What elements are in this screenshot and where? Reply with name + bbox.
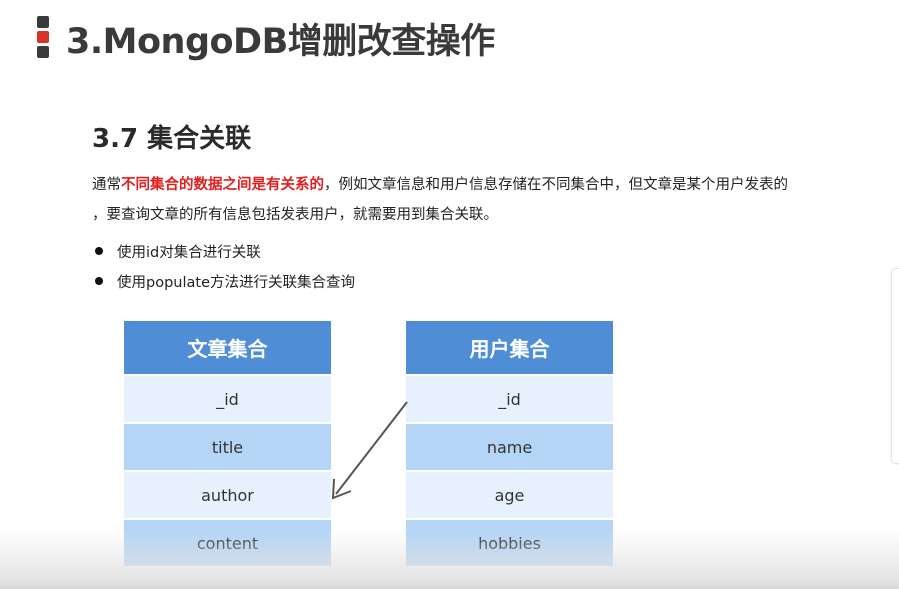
bullet-item: 使用id对集合进行关联 — [95, 240, 355, 270]
bullet-item: 使用populate方法进行关联集合查询 — [95, 270, 355, 300]
paragraph-prefix: 通常 — [92, 177, 121, 193]
article-collection-table: 文章集合 _id title author content — [124, 321, 331, 568]
user-collection-table: 用户集合 _id name age hobbies — [406, 321, 613, 568]
article-field-title: title — [124, 424, 331, 472]
paragraph-line-2: ，要查询文章的所有信息包括发表用户，就需要用到集合关联。 — [92, 207, 498, 223]
user-field-hobbies: hobbies — [406, 520, 613, 568]
section-title: 3.7 集合关联 — [92, 124, 252, 154]
bullet-list: 使用id对集合进行关联 使用populate方法进行关联集合查询 — [95, 240, 355, 300]
slide-bullet-icon — [37, 16, 49, 58]
article-field-content: content — [124, 520, 331, 568]
side-panel-tab[interactable] — [891, 268, 899, 464]
paragraph-line-1: 通常不同集合的数据之间是有关系的，例如文章信息和用户信息存储在不同集合中，但文章… — [92, 170, 892, 200]
slide-title: 3.MongoDB增删改查操作 — [66, 22, 495, 62]
user-field-id: _id — [406, 376, 613, 424]
article-field-author: author — [124, 472, 331, 520]
paragraph-highlight: 不同集合的数据之间是有关系的 — [121, 177, 324, 193]
bullet-dot-icon — [95, 247, 103, 255]
bullet-dot-icon — [95, 277, 103, 285]
user-field-name: name — [406, 424, 613, 472]
article-field-id: _id — [124, 376, 331, 424]
paragraph-suffix: ，例如文章信息和用户信息存储在不同集合中，但文章是某个用户发表的 — [324, 177, 788, 193]
user-collection-header: 用户集合 — [406, 321, 613, 376]
relation-arrow-icon — [331, 401, 408, 500]
article-collection-header: 文章集合 — [124, 321, 331, 376]
description-paragraph: 通常不同集合的数据之间是有关系的，例如文章信息和用户信息存储在不同集合中，但文章… — [92, 170, 892, 230]
user-field-age: age — [406, 472, 613, 520]
